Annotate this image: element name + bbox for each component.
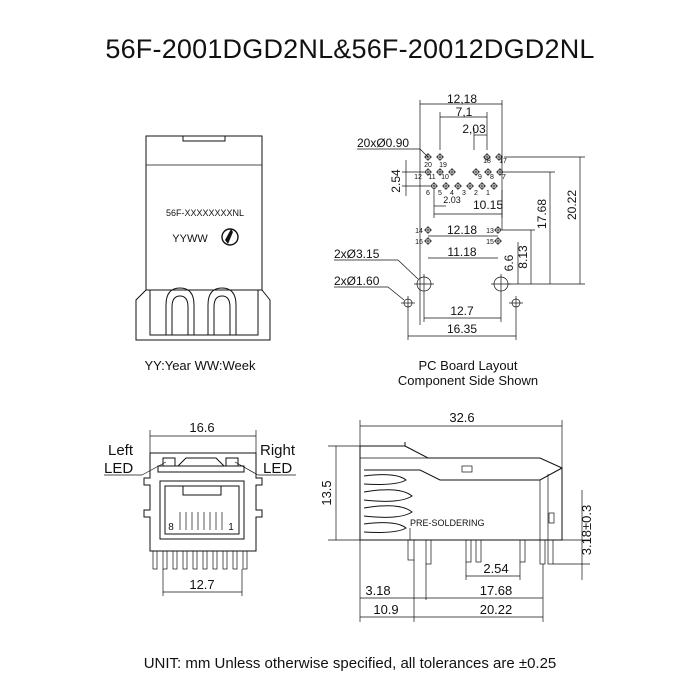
small-holes-callout: 2xØ1.60 (334, 274, 380, 288)
units-note: UNIT: mm Unless otherwise specified, all… (143, 655, 557, 672)
dim-8-13: 8.13 (516, 245, 530, 269)
dim-3-18: 3.18 (365, 583, 390, 598)
top-view: 56F-XXXXXXXXNL YYWW YY:Year WW:Week (135, 135, 271, 373)
dim-7-1: 7,1 (456, 105, 473, 119)
dim-12-18-top: 12,18 (447, 92, 477, 106)
front-dim-12-7: 12.7 (189, 577, 214, 592)
dim-17-68-side: 17.68 (480, 583, 513, 598)
dim-20-22: 20.22 (565, 190, 579, 220)
side-view: PRE-SOLDERING 32.6 13.5 3.18±0.3 (319, 410, 594, 622)
front-leads (152, 550, 248, 570)
right-led-label-1: Right (260, 442, 296, 459)
dim-17-68: 17.68 (535, 199, 549, 229)
pre-soldering-label: PRE-SOLDERING (410, 518, 485, 528)
front-pin-label-1: 1 (228, 522, 234, 533)
pin-label-15: 15 (486, 239, 494, 246)
pin-holes-1-6 (430, 182, 498, 190)
pin-label-12: 12 (414, 174, 422, 181)
dim-2-54-side: 2.54 (483, 561, 508, 576)
pin-label-19: 19 (439, 162, 447, 169)
pin-label-16: 16 (415, 239, 423, 246)
right-led-label-2: LED (263, 460, 292, 477)
dim-6-6: 6.6 (502, 254, 516, 271)
left-led-label-1: Left (108, 442, 134, 459)
dim-2-54: 2.54 (389, 169, 403, 193)
pin-holes-17-20 (424, 153, 503, 161)
part-marking: 56F-XXXXXXXXNL (166, 208, 244, 218)
dim-10-15: 10.15 (473, 198, 503, 212)
pin-holes-7-12 (424, 168, 504, 176)
pcb-caption-line1: PC Board Layout (418, 358, 517, 373)
dim-11-18: 11.18 (447, 245, 476, 259)
dim-13-5: 13.5 (319, 480, 334, 505)
pin-label-4: 4 (450, 190, 454, 197)
front-view: 8 1 16.6 Left LED Right LED (104, 420, 296, 596)
pin-label-20: 20 (424, 162, 432, 169)
pin-label-18: 18 (483, 158, 491, 165)
dim-12-18: 12.18 (447, 223, 477, 237)
pin-label-1: 1 (486, 190, 490, 197)
date-code-caption: YY:Year WW:Week (144, 358, 256, 373)
dim-32-6: 32.6 (449, 410, 474, 425)
pin-label-7: 7 (502, 174, 506, 181)
dim-10-9: 10.9 (373, 602, 398, 617)
dim-3-18-tolerance: 3.18±0.3 (579, 505, 594, 556)
pin-label-17: 17 (499, 158, 507, 165)
pin-label-6: 6 (426, 190, 430, 197)
big-holes-callout: 2xØ3.15 (334, 247, 380, 261)
dim-20-22-side: 20.22 (480, 602, 513, 617)
pin-label-14: 14 (415, 228, 423, 235)
pcb-caption-line2: Component Side Shown (398, 373, 538, 388)
brand-logo-icon (221, 228, 239, 246)
contact-pins (179, 512, 223, 530)
dim-12-7: 12.7 (450, 304, 474, 318)
hole-callout-20x: 20xØ0.90 (357, 136, 409, 150)
mounting-holes (401, 274, 523, 310)
dim-16-35: 16.35 (447, 322, 477, 336)
pin-holes-13-16 (424, 226, 502, 245)
pin-label-5: 5 (438, 190, 442, 197)
pin-label-10: 10 (441, 174, 449, 181)
pin-label-3: 3 (462, 190, 466, 197)
dim-2-03-bottom: 2.03 (443, 195, 461, 205)
dim-16-6: 16.6 (189, 420, 214, 435)
pin-label-11: 11 (428, 174, 435, 181)
front-pin-label-8: 8 (168, 522, 174, 533)
dim-2-03-top: 2,03 (462, 122, 486, 136)
pin-label-13: 13 (486, 228, 494, 235)
pin-label-9: 9 (478, 174, 482, 181)
date-code: YYWW (172, 233, 208, 245)
side-leads (407, 539, 554, 565)
drawing-title: 56F-2001DGD2NL&56F-20012DGD2NL (105, 34, 595, 64)
pin-label-8: 8 (490, 174, 494, 181)
pin-label-2: 2 (474, 190, 478, 197)
left-led-label-2: LED (104, 460, 133, 477)
pcb-layout: 12,18 7,1 2,03 20xØ0.90 20 19 18 17 12 1… (334, 92, 585, 388)
